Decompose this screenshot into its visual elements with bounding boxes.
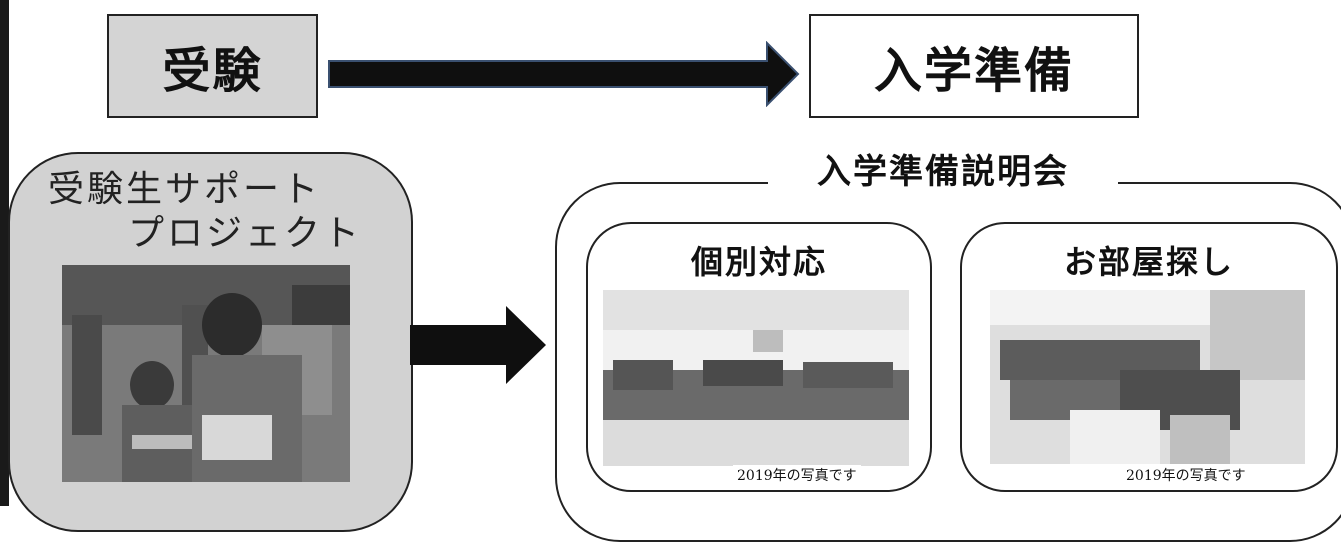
exam-step-label: 受験 [162,43,263,99]
right-arrow-icon [410,306,546,384]
preparation-step-label: 入学準備 [873,43,1074,99]
photo-image [603,290,909,466]
room-search-title: お部屋探し [1063,243,1234,281]
right-arrow-icon [328,41,800,107]
support-project-line1: 受験生サポート [48,169,322,210]
room-search-caption: 2019年の写真です [1122,465,1250,487]
exam-step-box: 受験 [107,14,318,118]
photo-image [990,290,1305,464]
individual-support-photo [603,290,909,466]
support-project-line2: プロジェクト [128,213,363,254]
individual-support-title: 個別対応 [690,243,827,281]
photo-image [62,265,350,482]
support-project-photo [62,265,350,482]
room-search-photo [990,290,1305,464]
briefing-title: 入学準備説明会 [768,144,1118,200]
individual-support-caption: 2019年の写真です [733,465,861,487]
preparation-step-box: 入学準備 [809,14,1139,118]
left-edge-bar [0,0,9,506]
support-project-title: 受験生サポート プロジェクト [48,168,362,256]
